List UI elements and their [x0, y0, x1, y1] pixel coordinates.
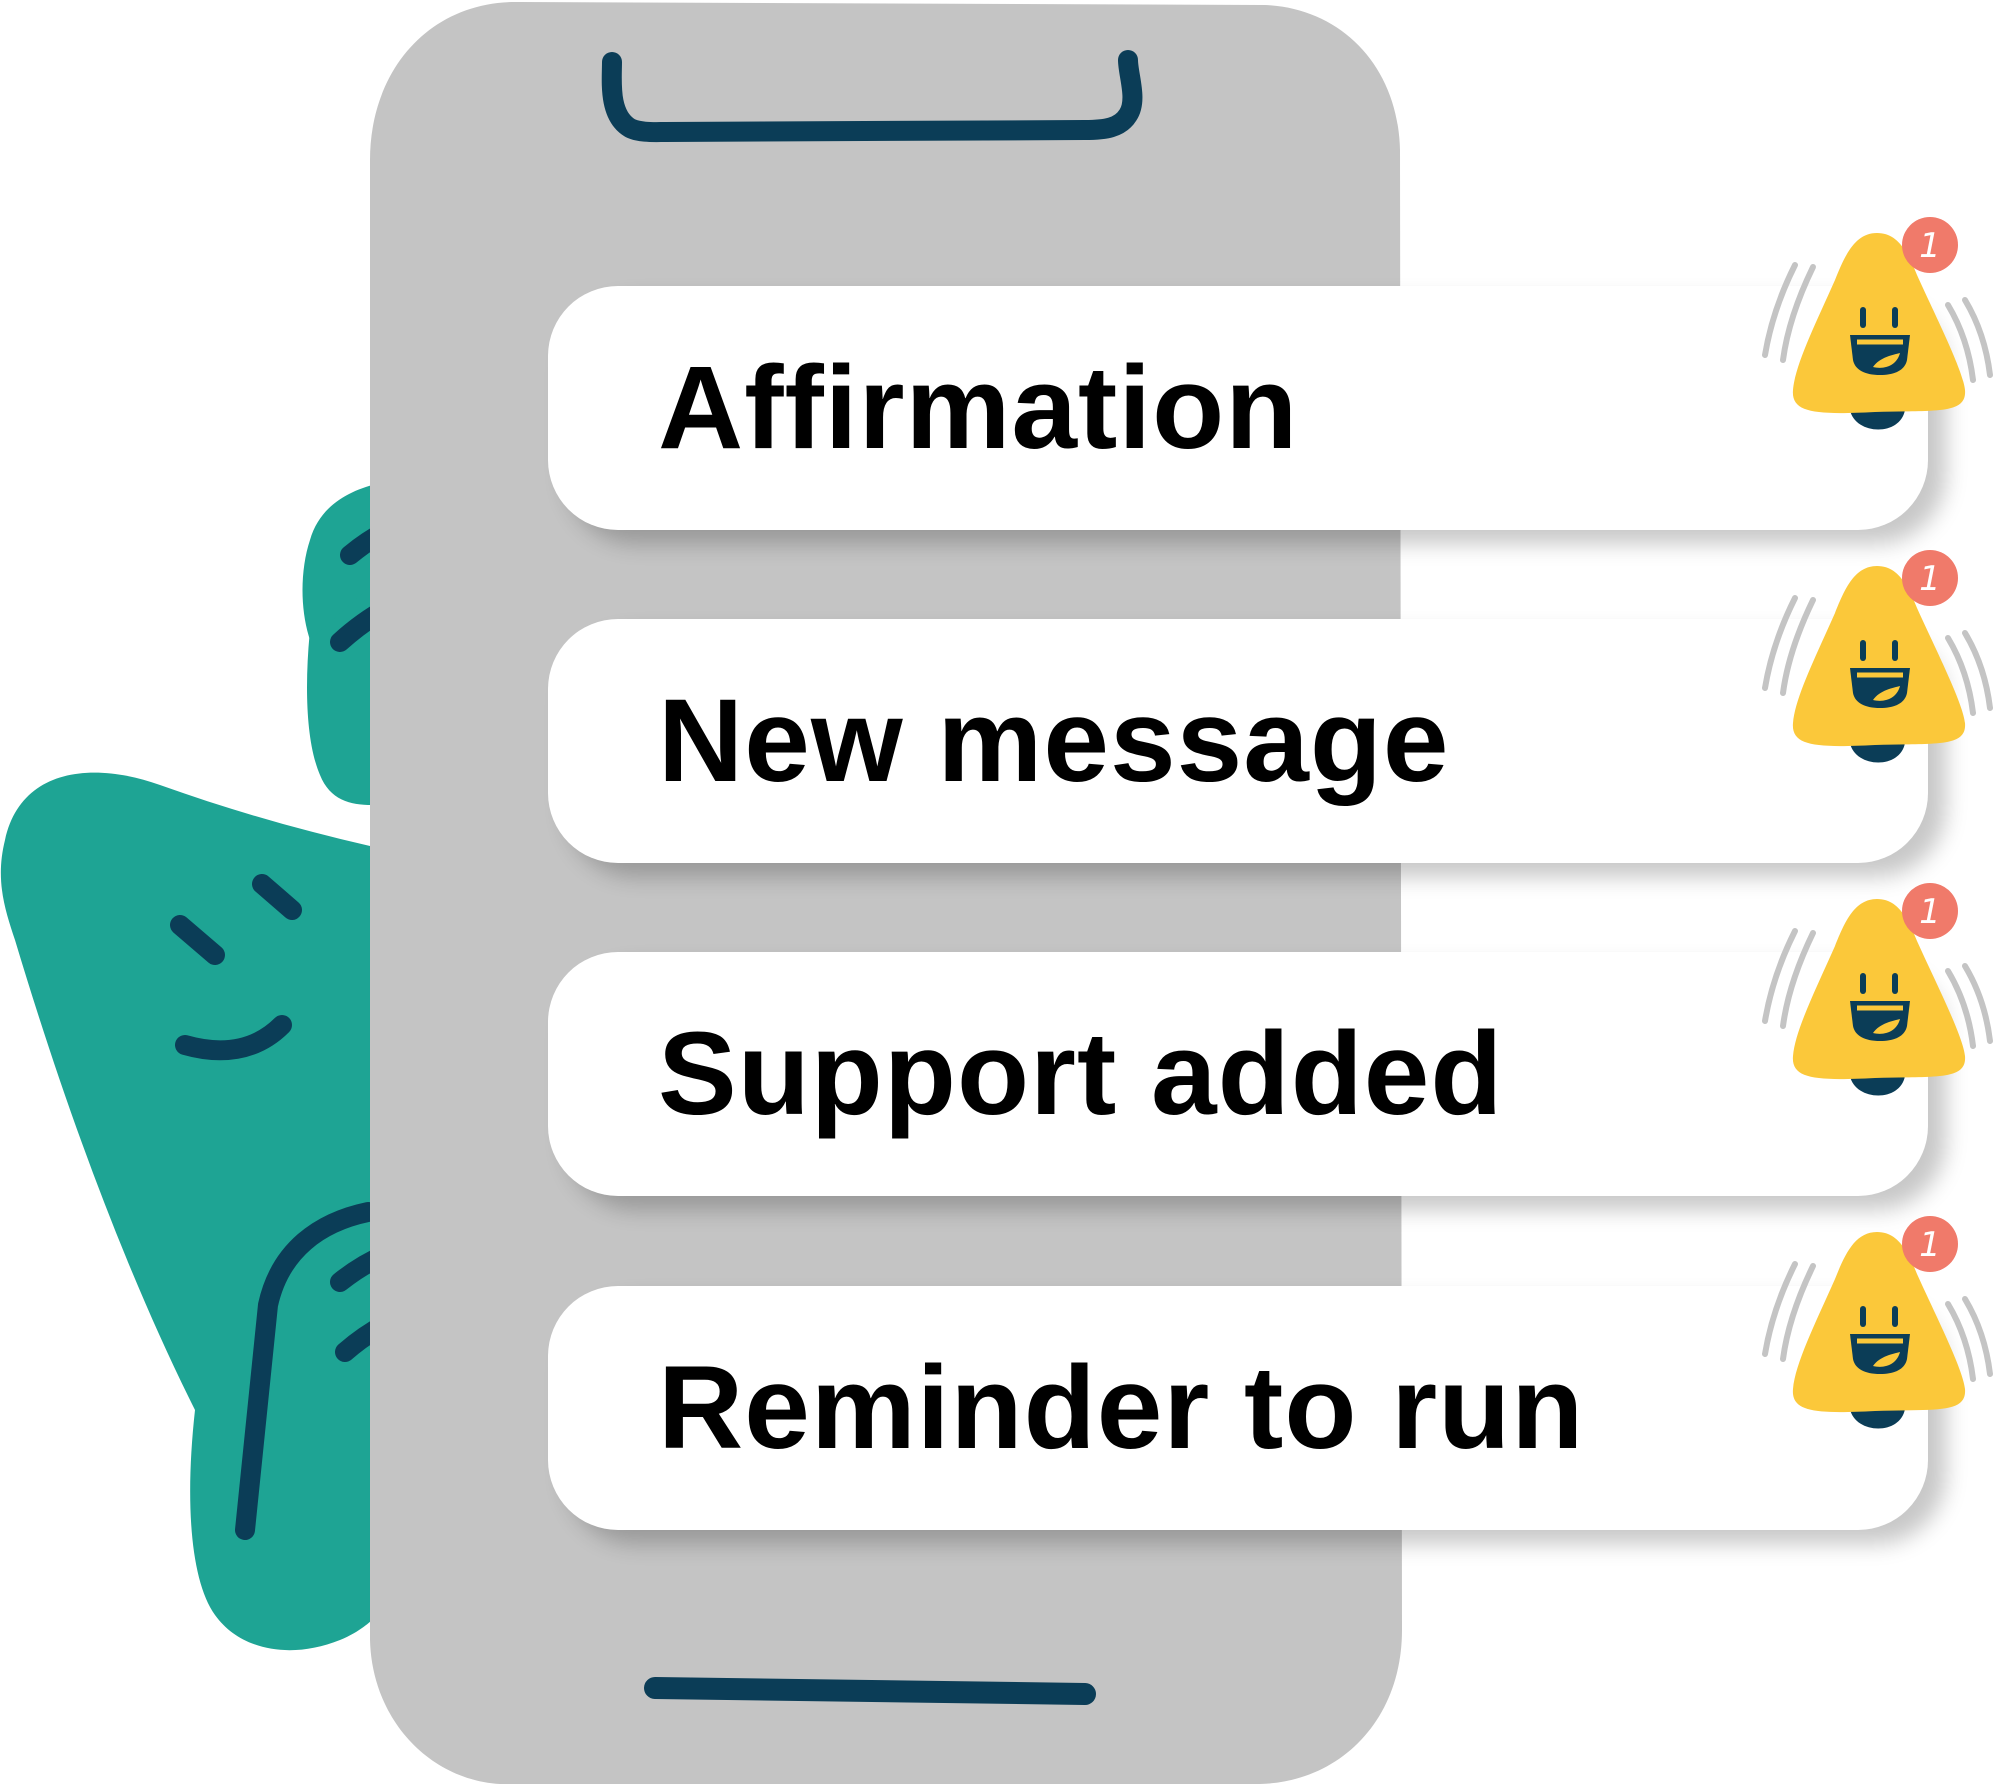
ringing-bell-icon: 1 — [1755, 215, 2005, 445]
badge — [1902, 217, 1958, 273]
badge — [1902, 550, 1958, 606]
ringing-bell-icon: 1 — [1755, 1214, 2005, 1444]
badge-count: 1 — [1919, 892, 1941, 932]
mascot-body — [0, 772, 373, 1651]
badge-count: 1 — [1919, 226, 1941, 266]
notification-label: Reminder to run — [658, 1342, 1585, 1474]
ringing-bell-icon: 1 — [1755, 881, 2005, 1111]
phone-notch — [601, 50, 1143, 143]
mascot-left-eye — [170, 915, 225, 965]
notification-label: New message — [658, 675, 1450, 807]
notification-label: Support added — [658, 1008, 1504, 1140]
notification-card-reminder-to-run[interactable]: Reminder to run — [548, 1286, 1928, 1530]
badge-count: 1 — [1919, 559, 1941, 599]
badge-count: 1 — [1919, 1225, 1941, 1265]
notification-card-support-added[interactable]: Support added — [548, 952, 1928, 1196]
phone-home-bar — [644, 1677, 1096, 1705]
notification-label: Affirmation — [658, 342, 1299, 474]
ringing-bell-icon: 1 — [1755, 548, 2005, 778]
notification-card-affirmation[interactable]: Affirmation — [548, 286, 1928, 530]
notification-card-new-message[interactable]: New message — [548, 619, 1928, 863]
badge — [1902, 883, 1958, 939]
mascot-right-eye — [252, 874, 302, 920]
badge — [1902, 1216, 1958, 1272]
mascot-smile — [175, 1015, 292, 1061]
